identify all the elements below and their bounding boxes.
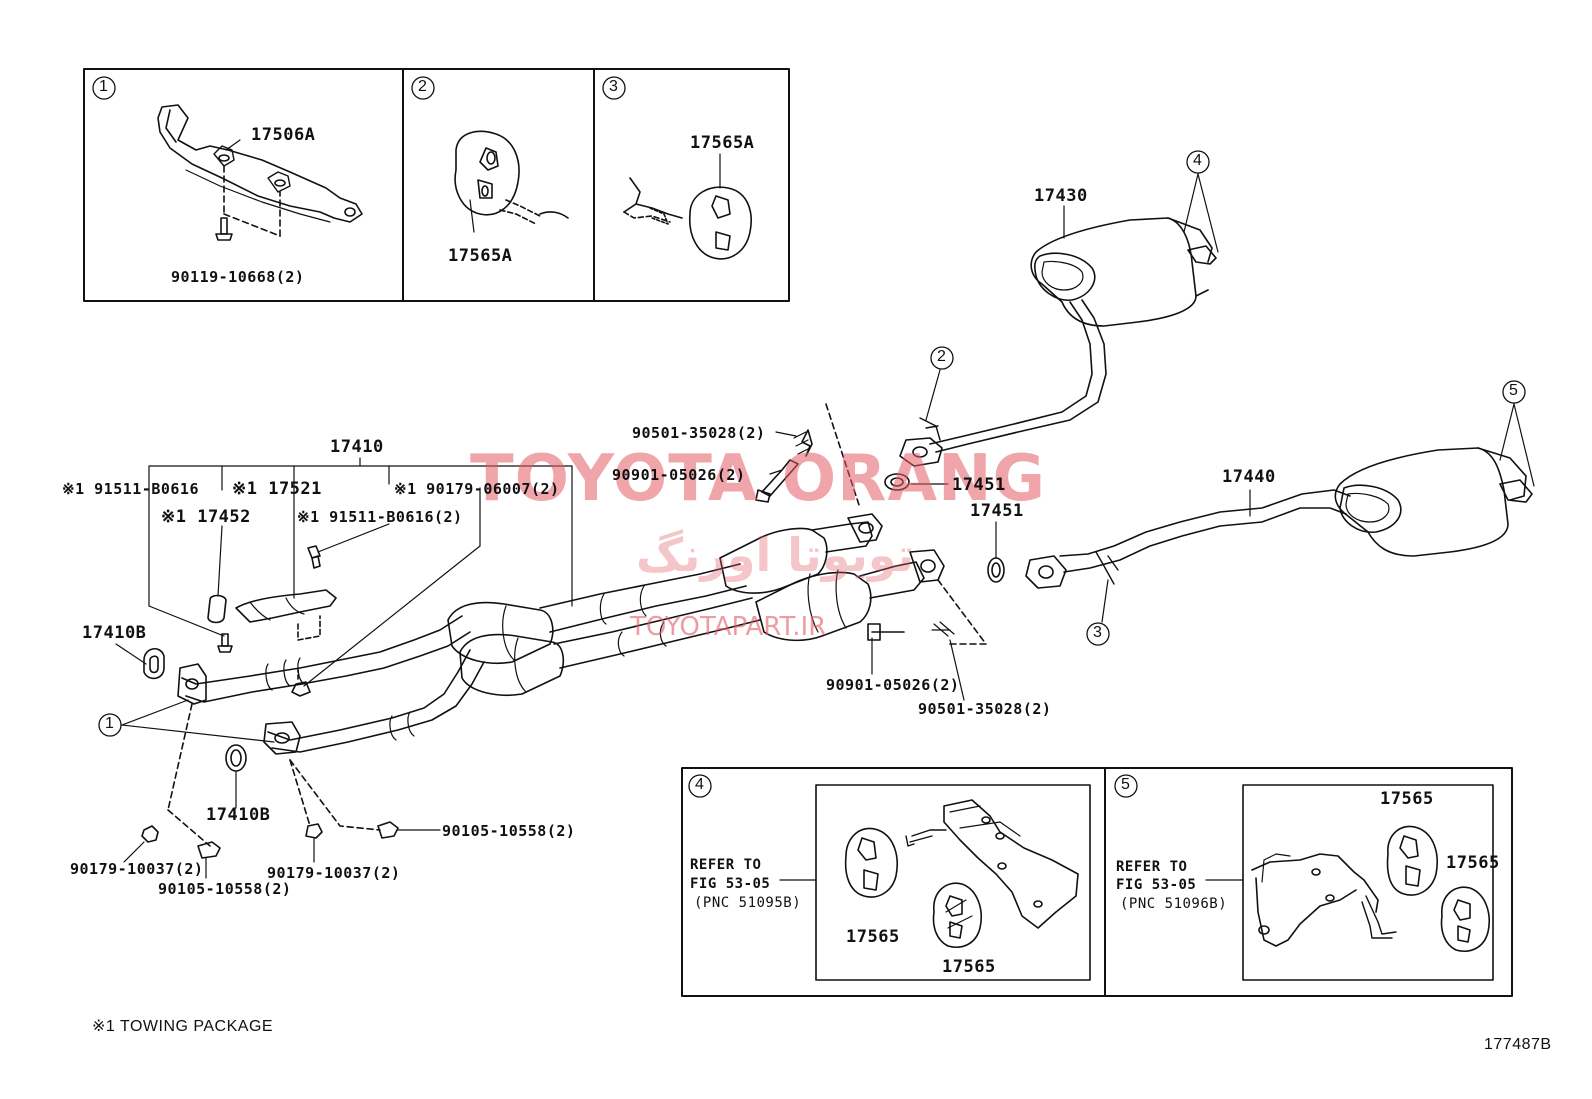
callout-number-inset-4: 4 <box>695 776 705 793</box>
callout-number-inset-2: 2 <box>418 78 428 95</box>
inset-4-refer-line-3: (PNC 51095B) <box>694 895 802 911</box>
inset-4-refer-line-2: FIG 53-05 <box>690 876 771 892</box>
part-90105-10558-left: 90105-10558(2) <box>158 880 292 898</box>
part-17565a-inset-2: 17565A <box>448 246 513 266</box>
part-90501-35028-bottom: 90501-35028(2) <box>918 700 1052 718</box>
inset-5-refer-line-1: REFER TO <box>1116 859 1188 875</box>
callout-number-4: 4 <box>1193 152 1203 169</box>
inset-1-bracket-drawing <box>157 104 363 241</box>
part-17565-inset-5-a: 17565 <box>1380 789 1434 809</box>
part-17565a-inset-3: 17565A <box>690 133 755 153</box>
callout-number-inset-3: 3 <box>609 78 619 95</box>
part-90179-06007: ※1 90179-06007(2) <box>394 480 560 498</box>
joint-fasteners-drawing <box>755 403 1005 645</box>
diagram-id: 177487B <box>1484 1036 1552 1053</box>
part-90179-10037-left: 90179-10037(2) <box>70 860 204 878</box>
part-17452: ※1 17452 <box>161 507 251 527</box>
part-90501-35028-top: 90501-35028(2) <box>632 424 766 442</box>
watermark-site: TOYOTAPART.IR <box>630 612 827 642</box>
part-17410: 17410 <box>330 437 384 457</box>
callout-circles <box>92 76 1526 798</box>
part-90901-05026-top: 90901-05026(2) <box>612 466 746 484</box>
part-17506a: 17506A <box>251 125 316 145</box>
watermark-title: TOYOTA ORANG <box>470 442 1047 516</box>
gasket-17410b-bottom-drawing <box>225 744 247 772</box>
part-90179-10037-right: 90179-10037(2) <box>267 864 401 882</box>
inset-frames-bottom <box>681 767 1513 997</box>
inset-5-refer-line-2: FIG 53-05 <box>1116 877 1197 893</box>
part-91511-b0616-2: ※1 91511-B0616(2) <box>297 508 463 526</box>
inset-3-hanger-drawing <box>623 153 752 260</box>
part-17565-inset-4-a: 17565 <box>846 927 900 947</box>
part-90105-10558-right: 90105-10558(2) <box>442 822 576 840</box>
inset-5-parts-drawing <box>1251 825 1490 952</box>
callout-number-1: 1 <box>105 715 115 732</box>
inset-2-hanger-drawing <box>454 130 569 233</box>
inset-frames-top <box>83 68 790 302</box>
part-17410b-top: 17410B <box>82 623 147 643</box>
callout-number-inset-5: 5 <box>1121 776 1131 793</box>
part-91511-b0616: ※1 91511-B0616 <box>62 480 199 498</box>
muffler-17430-drawing <box>899 217 1217 467</box>
front-pipe-17410-drawing <box>177 513 945 755</box>
part-17440: 17440 <box>1222 467 1276 487</box>
inset-5-refer-line-3: (PNC 51096B) <box>1120 896 1228 912</box>
part-17430: 17430 <box>1034 186 1088 206</box>
callout-number-2: 2 <box>937 348 947 365</box>
inset-4-refer-line-1: REFER TO <box>690 857 762 873</box>
callout-number-3: 3 <box>1093 624 1103 641</box>
leader-lines <box>115 173 1535 879</box>
part-17451-a: 17451 <box>952 475 1006 495</box>
part-17521: ※1 17521 <box>232 479 322 499</box>
part-90901-05026-bottom: 90901-05026(2) <box>826 676 960 694</box>
footnote-towing-package: ※1 TOWING PACKAGE <box>92 1018 274 1035</box>
part-17451-b: 17451 <box>970 501 1024 521</box>
inset-4-parts-drawing <box>844 799 1079 948</box>
muffler-17440-drawing <box>1025 447 1533 589</box>
callout-number-5: 5 <box>1509 382 1519 399</box>
part-17565-inset-5-b: 17565 <box>1446 853 1500 873</box>
part-17565-inset-4-b: 17565 <box>942 957 996 977</box>
watermark-persian: تویوتا اورنگ <box>636 528 914 582</box>
gasket-17410b-top-drawing <box>143 648 165 680</box>
lower-left-fasteners-drawing <box>141 703 399 859</box>
part-17410b-bottom: 17410B <box>206 805 271 825</box>
callout-number-inset-1: 1 <box>99 78 109 95</box>
part-90119-10668: 90119-10668(2) <box>171 268 305 286</box>
